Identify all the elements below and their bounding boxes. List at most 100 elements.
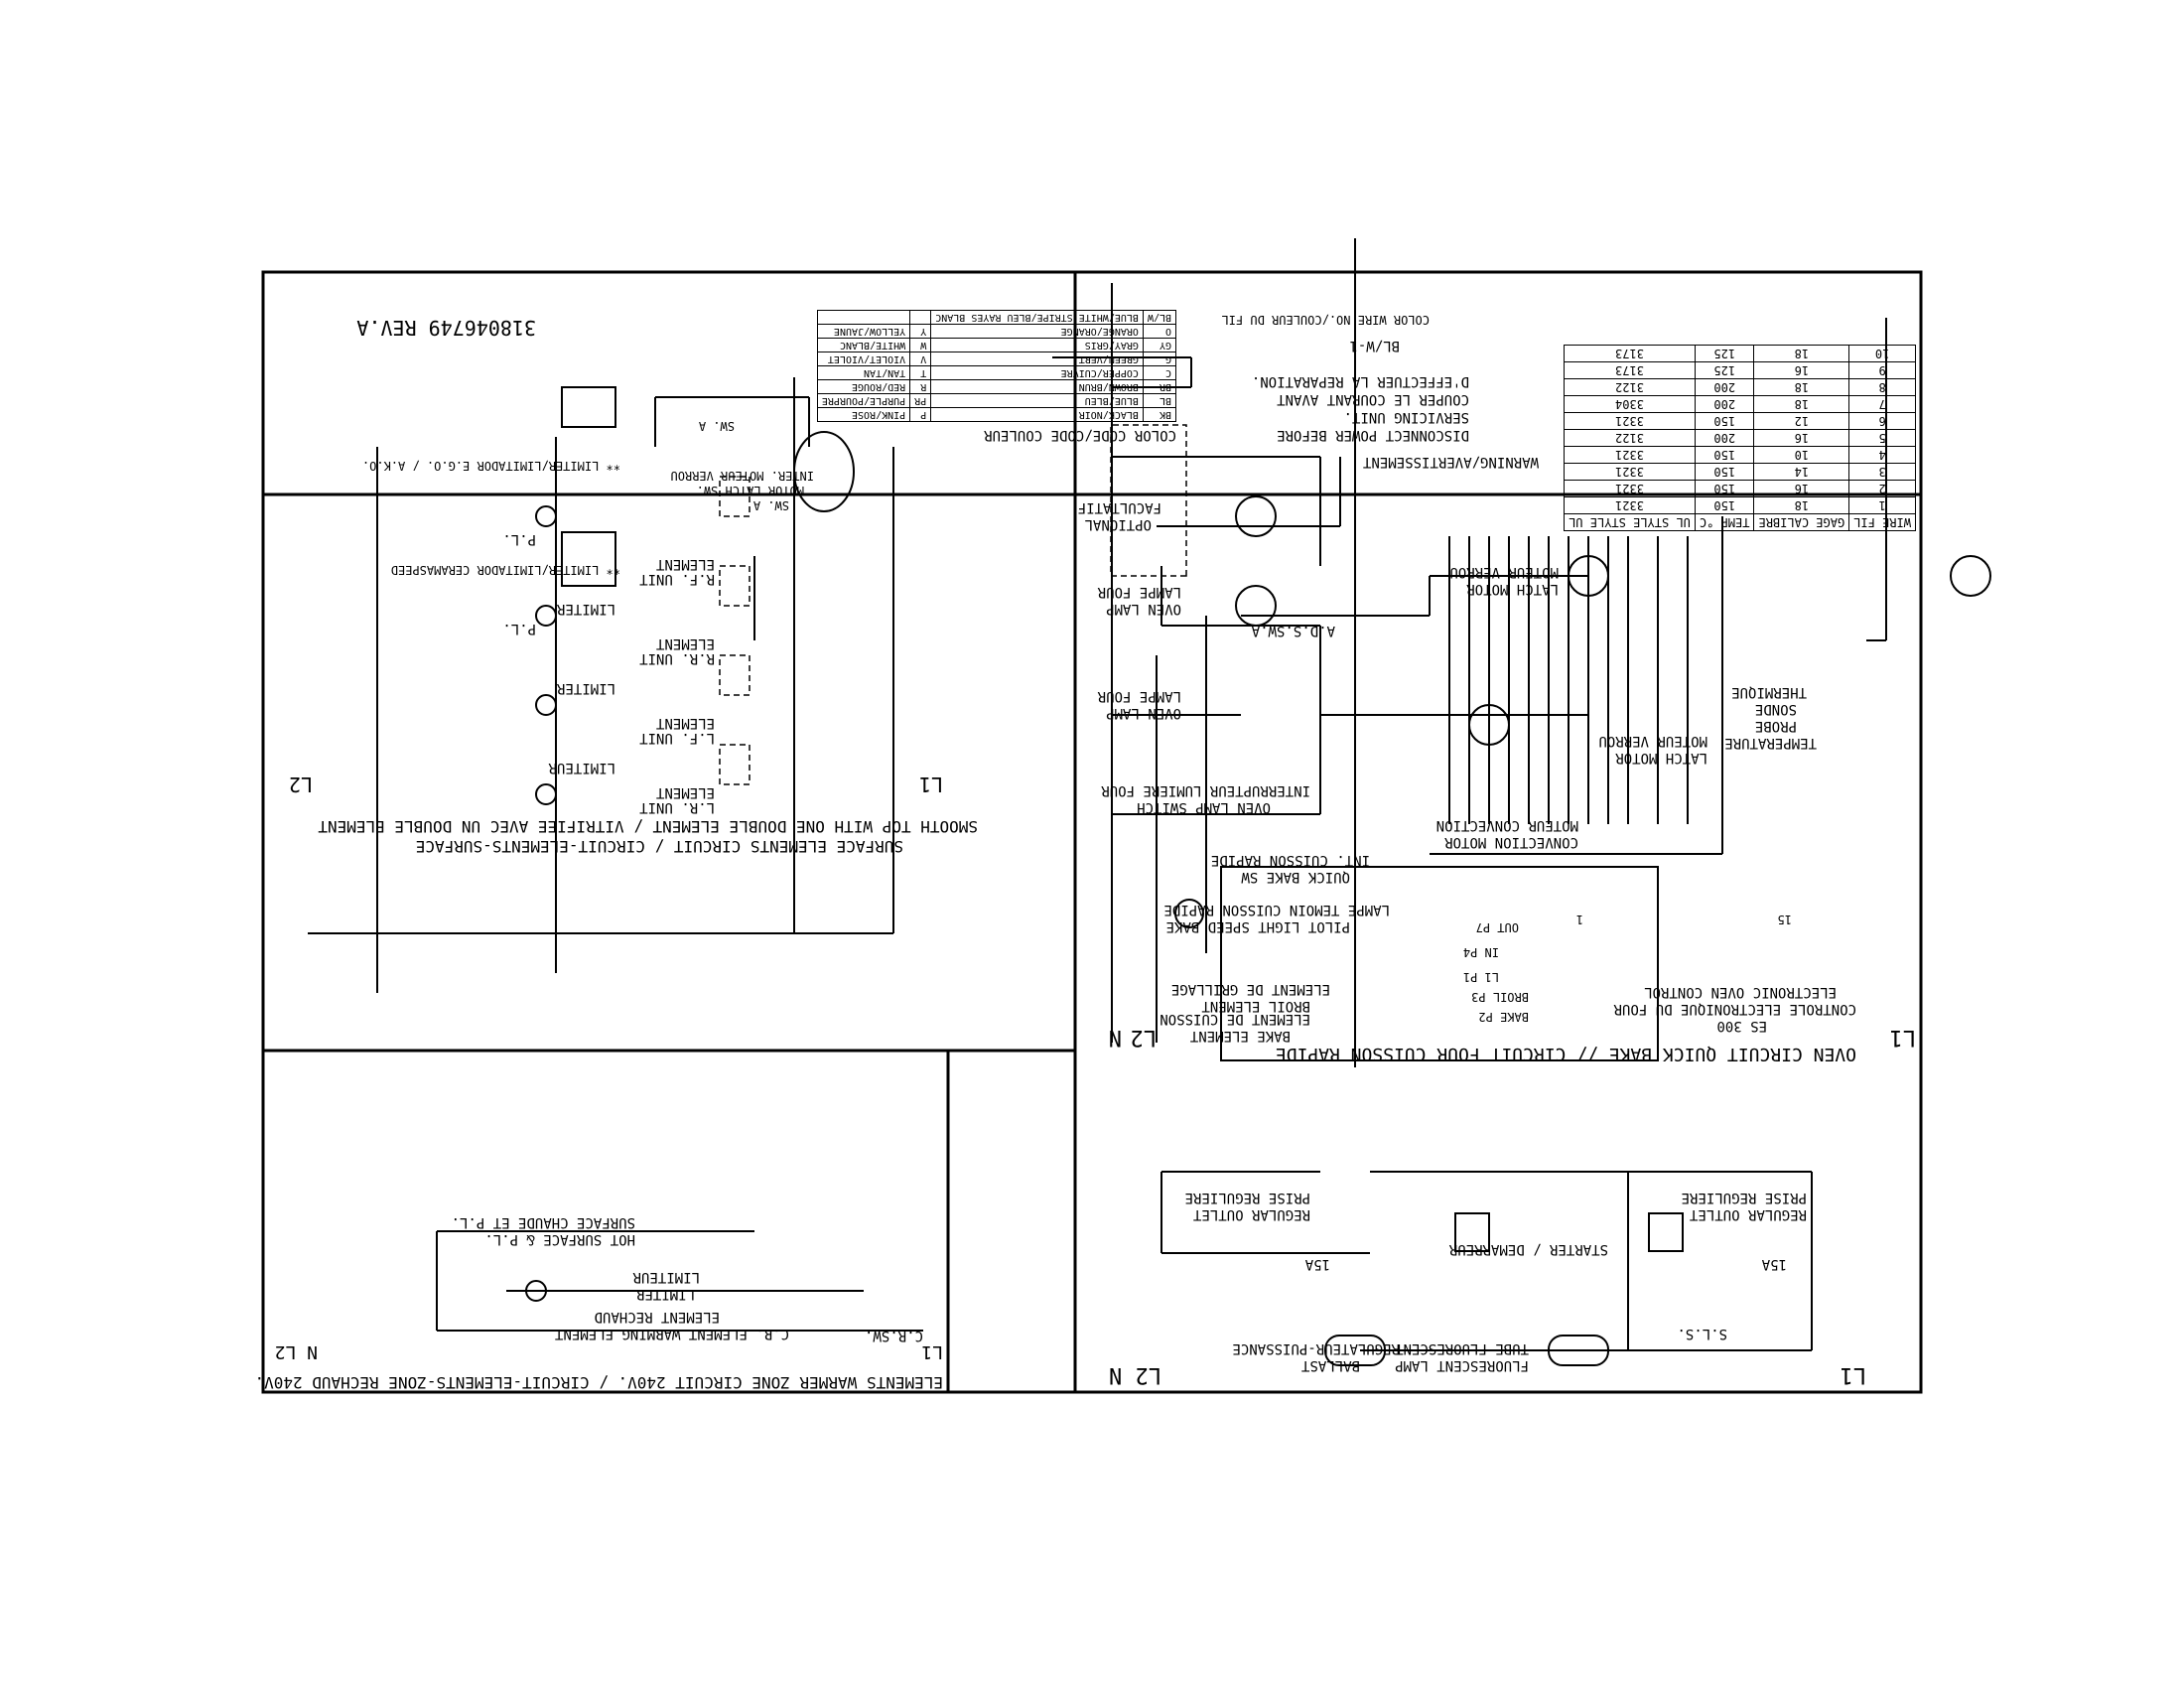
warmer-element-label: C.R. ELEMENT WARMING ELEMENT bbox=[554, 1326, 789, 1341]
table-cell: 10 bbox=[1754, 446, 1849, 464]
probe-label-3: SONDE bbox=[1754, 701, 1797, 717]
ballast-label: BALLAST bbox=[1300, 1357, 1360, 1373]
latch-motor-label: LATCH MOTOR bbox=[1615, 750, 1707, 766]
table-cell: G bbox=[1143, 352, 1176, 366]
rr-unit-label: R.R. UNIT bbox=[639, 650, 715, 666]
table-cell: 5 bbox=[1848, 429, 1916, 447]
table-cell: 150 bbox=[1695, 446, 1754, 464]
table-cell: 3321 bbox=[1564, 496, 1696, 514]
lamp-l1: L1 bbox=[1840, 1362, 1867, 1387]
optional-label: OPTIONAL bbox=[1084, 516, 1152, 532]
table-cell: P bbox=[909, 407, 931, 422]
warmer-l2: N L2 bbox=[274, 1341, 318, 1362]
rf-element-label: ELEMENT bbox=[655, 556, 715, 572]
outlet-label-1: REGULAR OUTLET bbox=[1689, 1206, 1807, 1222]
latch-sw-a: SW. A bbox=[698, 419, 735, 433]
table-cell: 18 bbox=[1754, 496, 1849, 514]
table-cell: 2 bbox=[1848, 480, 1916, 497]
table-cell: 150 bbox=[1695, 480, 1754, 497]
table-cell: 16 bbox=[1754, 480, 1849, 497]
warmer-hot: HOT SURFACE & P.L. bbox=[484, 1231, 635, 1247]
table-cell: 200 bbox=[1695, 395, 1754, 413]
control-label-1: ES 300 bbox=[1716, 1018, 1767, 1034]
surface-subtitle: SMOOTH TOP WITH ONE DOUBLE ELEMENT / VIT… bbox=[318, 817, 978, 836]
probe-label-4: THERMIQUE bbox=[1731, 684, 1807, 700]
table-cell: GY bbox=[1143, 338, 1176, 352]
fluorescent-label-fr: TUBE FLUORESCENT bbox=[1395, 1340, 1529, 1356]
table-cell bbox=[909, 310, 931, 325]
lf-unit-label: L.F. UNIT bbox=[639, 730, 715, 746]
limiter-ceramaspeed-label: ** LIMITER/LIMITADOR CERAMASPEED bbox=[390, 563, 620, 577]
table-cell: 6 bbox=[1848, 412, 1916, 430]
warning-header: WARNING/AVERTISSEMENT bbox=[1362, 454, 1539, 470]
table-cell: BK bbox=[1143, 407, 1176, 422]
pin-out: OUT P7 bbox=[1475, 920, 1519, 934]
warmer-limiter: LIMITER bbox=[635, 1286, 695, 1302]
table-cell: 16 bbox=[1754, 361, 1849, 379]
surface-l1: L1 bbox=[918, 773, 943, 796]
probe-label-2: PROBE bbox=[1754, 718, 1797, 734]
table-cell: GRAY/GRIS bbox=[930, 338, 1144, 352]
latch-motor-label-fr: MOTEUR VERROU bbox=[1598, 733, 1707, 749]
surface-l2: L2 bbox=[288, 773, 313, 796]
warning-line-2: SERVICING UNIT. bbox=[1343, 409, 1469, 425]
table-cell: 3321 bbox=[1564, 463, 1696, 481]
table-cell: 18 bbox=[1754, 345, 1849, 362]
table-cell: BL bbox=[1143, 393, 1176, 408]
table-cell: RED/ROUGE bbox=[817, 379, 910, 394]
lr-element-label: ELEMENT bbox=[655, 784, 715, 800]
quick-bake-label-fr: INT. CUISSON RAPIDE bbox=[1210, 852, 1370, 868]
optional-label-fr: FACULTATIF bbox=[1077, 499, 1161, 515]
table-cell: 3122 bbox=[1564, 429, 1696, 447]
table-cell: R bbox=[909, 379, 931, 394]
oven-l2: L2 bbox=[1130, 1025, 1158, 1050]
oven-lamp-label-2-fr: LAMPE FOUR bbox=[1097, 688, 1181, 704]
table-cell bbox=[817, 310, 910, 325]
table-cell: 16 bbox=[1754, 429, 1849, 447]
table-cell: 125 bbox=[1695, 345, 1754, 362]
table-cell: BL/W bbox=[1143, 310, 1176, 325]
pilot-label: PILOT LIGHT SPEED BAKE bbox=[1165, 918, 1350, 934]
table-cell: TAN/TAN bbox=[817, 365, 910, 380]
surface-limiter-3: LIMITEUR bbox=[548, 760, 615, 775]
table-cell: W bbox=[909, 338, 931, 352]
oven-lamp-label-fr: LAMPE FOUR bbox=[1097, 584, 1181, 600]
fluorescent-label: FLUORESCENT LAMP bbox=[1395, 1357, 1529, 1373]
table-cell: 3321 bbox=[1564, 480, 1696, 497]
table-cell: BLUE/WHITE STRIPE/BLEU RAYES BLANC bbox=[930, 310, 1144, 325]
table-cell: 10 bbox=[1848, 345, 1916, 362]
lamp-circuit-lines bbox=[1160, 1171, 1813, 1366]
terminal-15: 15 bbox=[1777, 913, 1792, 926]
table-cell: 3173 bbox=[1564, 361, 1696, 379]
wire-table-header-cell: WIRE FIL bbox=[1848, 513, 1916, 531]
terminal-1: 1 bbox=[1575, 913, 1583, 926]
color-code-header: COLOR CODE/CODE COULEUR bbox=[984, 427, 1176, 443]
latch-detail-lines bbox=[654, 396, 855, 512]
lf-element-label: ELEMENT bbox=[655, 715, 715, 731]
table-cell: 3321 bbox=[1564, 412, 1696, 430]
table-cell: 14 bbox=[1754, 463, 1849, 481]
wire-caption: COLOR WIRE NO./COULEUR DU FIL bbox=[1221, 313, 1430, 327]
convection-label: CONVECTION MOTOR bbox=[1444, 834, 1578, 850]
wire-table-header-cell: UL STYLE STYLE UL bbox=[1564, 513, 1696, 531]
table-cell: 12 bbox=[1754, 412, 1849, 430]
warning-line-4: D'EFFECTUER LA REPARATION. bbox=[1251, 373, 1469, 389]
table-cell: 150 bbox=[1695, 463, 1754, 481]
oven-lamp-switch-label: OVEN LAMP SWITCH bbox=[1137, 799, 1271, 815]
surface-title: SURFACE ELEMENTS CIRCUIT / CIRCUIT-ELEME… bbox=[415, 837, 903, 856]
table-cell: 3173 bbox=[1564, 345, 1696, 362]
table-cell: 150 bbox=[1695, 412, 1754, 430]
pin-bake: BAKE P2 bbox=[1478, 1010, 1529, 1024]
table-cell: O bbox=[1143, 324, 1176, 339]
table-cell: V bbox=[909, 352, 931, 366]
